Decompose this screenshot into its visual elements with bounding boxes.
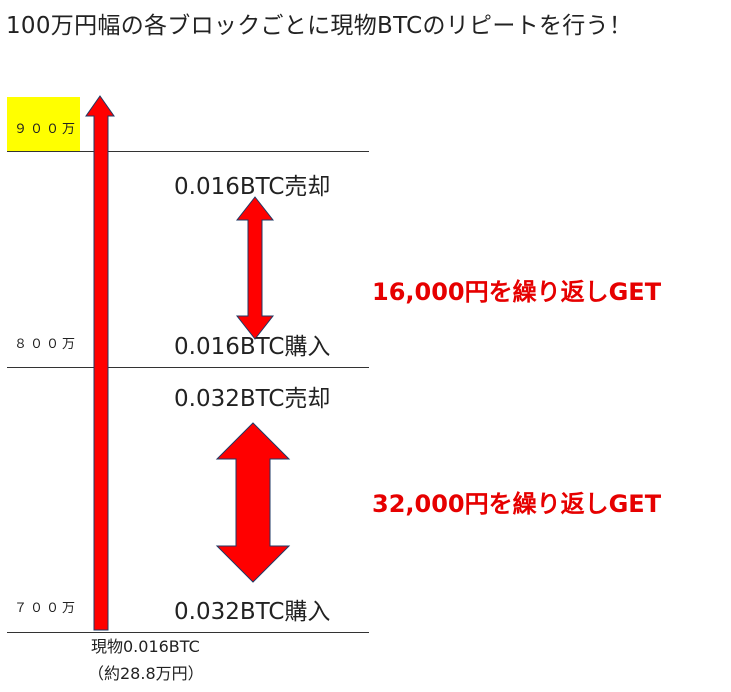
trade-arrow-icon-block2 xyxy=(215,422,291,583)
level-label-800: ８００万 xyxy=(14,337,79,352)
price-line-900 xyxy=(7,151,369,152)
price-line-800 xyxy=(7,367,369,368)
trade-arrow-icon-block1 xyxy=(235,196,275,340)
block1-sell-label: 0.016BTC売却 xyxy=(174,174,331,200)
price-line-700 xyxy=(7,632,369,633)
block2-buy-label: 0.032BTC購入 xyxy=(174,599,331,625)
holding-value: （約28.8万円） xyxy=(88,664,204,683)
level-highlight xyxy=(7,97,80,152)
diagram-title: 100万円幅の各ブロックごとに現物BTCのリピートを行う！ xyxy=(6,13,633,39)
holding-label: 現物0.016BTC xyxy=(91,637,200,656)
block2-sell-label: 0.032BTC売却 xyxy=(174,386,331,412)
holding-arrow-icon xyxy=(85,95,115,631)
block1-profit-label: 16,000円を繰り返しGET xyxy=(372,278,662,306)
level-label-900: ９００万 xyxy=(14,122,79,137)
block1-buy-label: 0.016BTC購入 xyxy=(174,334,331,360)
level-label-700: ７００万 xyxy=(14,601,79,616)
block2-profit-label: 32,000円を繰り返しGET xyxy=(372,490,662,518)
